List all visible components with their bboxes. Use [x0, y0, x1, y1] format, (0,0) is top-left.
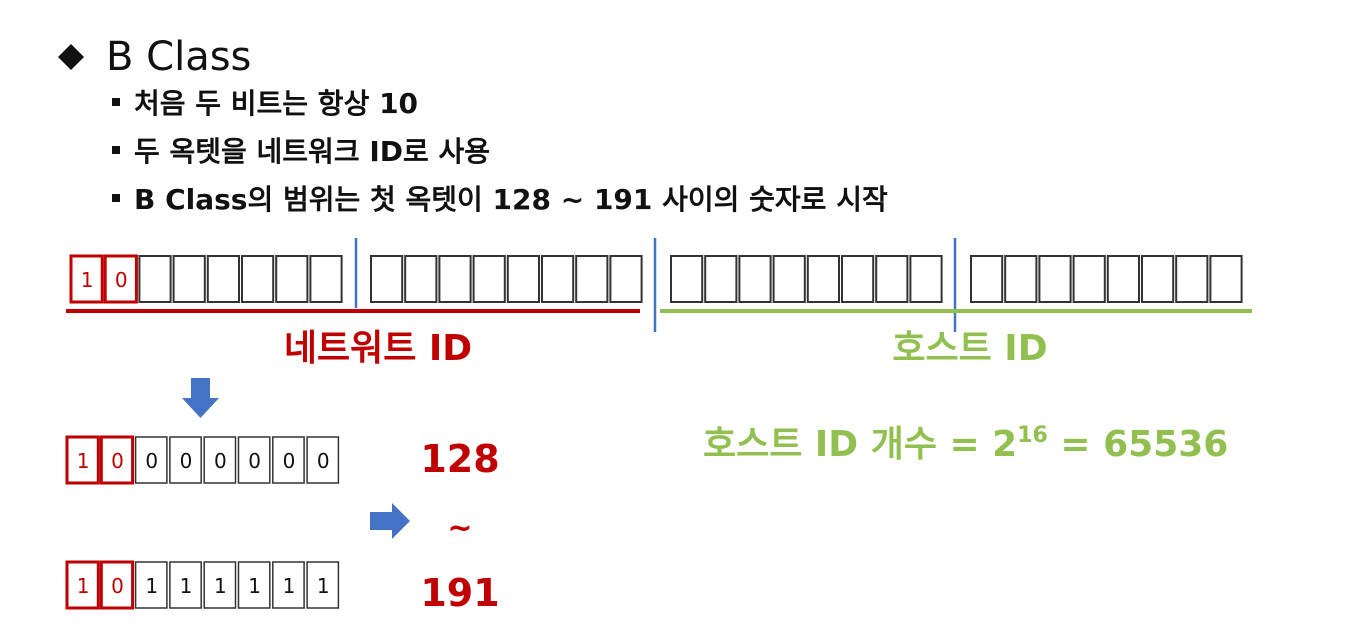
bit-value: 1	[248, 574, 261, 598]
bit-box	[404, 255, 438, 303]
bit-box	[237, 561, 271, 609]
prefix-bit-box	[69, 254, 104, 304]
host-count-prefix: 호스트 ID 개수 = 2	[703, 424, 1017, 465]
title-text: B Class	[106, 34, 252, 80]
bit-value: 1	[283, 574, 296, 598]
bit-value: 1	[317, 574, 330, 598]
bit-box	[909, 255, 943, 303]
bit-value: 0	[214, 449, 227, 473]
bit-box	[1141, 255, 1175, 303]
prefix-bit-box	[65, 435, 100, 485]
bit-box	[772, 255, 806, 303]
bit-box	[169, 436, 202, 484]
bit-box	[506, 255, 540, 303]
bit-value: 0	[145, 449, 158, 473]
right-arrow-icon	[370, 503, 410, 539]
bit-box	[841, 255, 875, 303]
bullet-item-2: 두 옥텟을 네트워크 ID로 사용	[112, 132, 490, 172]
bit-box	[704, 255, 738, 303]
range-separator: ~	[447, 511, 472, 546]
bit-box	[203, 561, 237, 609]
diamond-bullet-icon	[58, 44, 84, 70]
bullet-text: 두 옥텟을 네트워크 ID로 사용	[134, 135, 491, 168]
bullet-item-3: B Class의 범위는 첫 옥텟이 128 ~ 191 사이의 숫자로 시작	[112, 180, 888, 220]
bit-box	[438, 255, 472, 303]
bit-box	[134, 561, 168, 609]
bit-value: 1	[145, 574, 158, 598]
prefix-bit-box	[65, 560, 100, 610]
bit-box	[237, 436, 271, 484]
bit-box	[203, 436, 237, 484]
bit-box	[272, 436, 305, 484]
bullet-text: 처음 두 비트는 항상 10	[134, 87, 419, 120]
prefix-bit-box	[99, 435, 135, 485]
bit-value: 0	[248, 449, 261, 473]
range-max-value: 191	[420, 571, 499, 615]
down-arrow-icon	[182, 378, 219, 418]
bullet-text: B Class의 범위는 첫 옥텟이 128 ~ 191 사이의 숫자로 시작	[134, 183, 888, 216]
bit-value: 1	[214, 574, 227, 598]
bit-box	[541, 255, 575, 303]
prefix-bit-box	[103, 254, 138, 304]
bit-value: 1	[77, 449, 90, 473]
host-count-formula: 호스트 ID 개수 = 216 = 65536	[703, 423, 1228, 465]
bit-box	[1209, 255, 1243, 303]
bit-box	[738, 255, 772, 303]
bit-box	[241, 255, 275, 303]
host-count-suffix: = 65536	[1048, 424, 1228, 465]
bit-box	[272, 561, 305, 609]
prefix-bit-value: 0	[115, 268, 128, 292]
bit-box	[206, 255, 241, 303]
bit-box	[575, 255, 609, 303]
bit-box	[309, 255, 343, 303]
bit-box	[1175, 255, 1209, 303]
bit-box	[1072, 255, 1106, 303]
bit-box	[1038, 255, 1072, 303]
square-bullet-icon	[112, 146, 120, 154]
bit-box	[875, 255, 909, 303]
host-count-exponent: 16	[1017, 423, 1048, 448]
bit-box	[172, 255, 206, 303]
bit-box	[169, 561, 202, 609]
bit-box	[138, 255, 172, 303]
bit-box	[472, 255, 506, 303]
bit-box	[1106, 255, 1141, 303]
bit-value: 0	[111, 449, 124, 473]
square-bullet-icon	[112, 98, 120, 106]
prefix-bit-value: 1	[81, 268, 94, 292]
bit-box	[134, 436, 168, 484]
prefix-bit-box	[99, 560, 135, 610]
bit-value: 0	[317, 449, 330, 473]
bit-box	[306, 561, 340, 609]
bit-box	[275, 255, 309, 303]
bit-box	[806, 255, 840, 303]
bit-box	[1004, 255, 1038, 303]
bit-value: 0	[111, 574, 124, 598]
range-min-value: 128	[420, 437, 499, 481]
id-underlines	[66, 238, 1252, 332]
bit-box	[306, 436, 340, 484]
bit-value: 1	[77, 574, 90, 598]
bit-value: 0	[283, 449, 296, 473]
bit-box	[670, 255, 704, 303]
bit-box	[970, 255, 1004, 303]
bit-value: 1	[180, 574, 193, 598]
square-bullet-icon	[112, 194, 120, 202]
bit-box	[609, 255, 643, 303]
bit-box	[370, 255, 404, 303]
bit-value: 0	[180, 449, 193, 473]
network-id-label: 네트워트 ID	[284, 328, 472, 369]
host-id-label: 호스트 ID	[892, 328, 1047, 369]
bullet-item-1: 처음 두 비트는 항상 10	[112, 84, 418, 124]
